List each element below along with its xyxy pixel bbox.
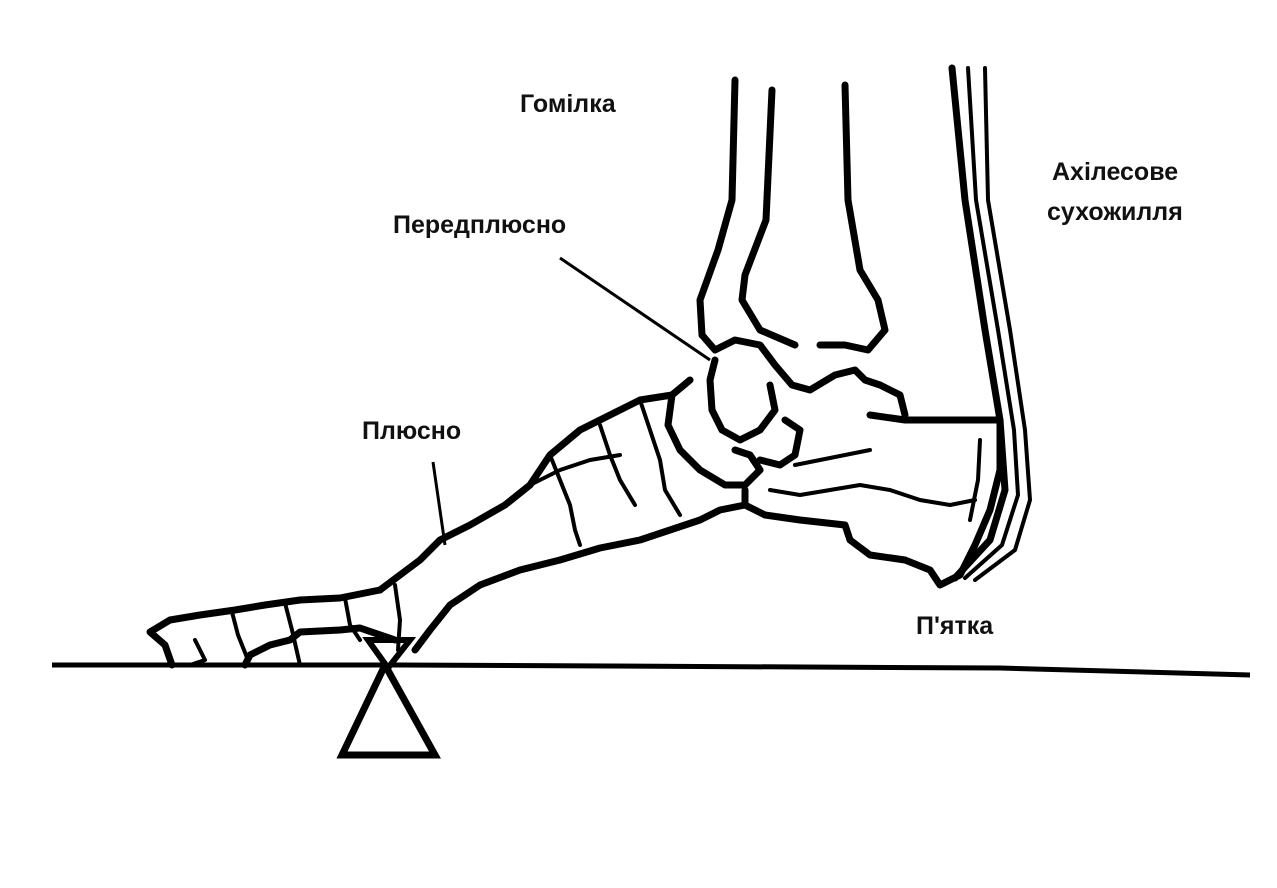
- label-heel: П'ятка: [916, 612, 994, 640]
- metatarsal-bones: [376, 391, 749, 654]
- phalanges-bones: [146, 583, 402, 669]
- label-shin: Гомілка: [520, 90, 617, 118]
- metatarsus-leader-line: [431, 461, 447, 546]
- tibia-bone: [696, 76, 889, 354]
- ground-line: [52, 662, 1251, 678]
- fulcrum-triangle: [336, 637, 441, 759]
- label-metatarsus: Плюсно: [362, 417, 461, 445]
- label-achilles-line1: Ахілесове: [1052, 158, 1178, 186]
- tarsal-bones: [664, 331, 909, 489]
- label-achilles-line2: сухожилля: [1047, 198, 1183, 226]
- calcaneus-bone: [741, 411, 1004, 589]
- tarsus-leader-line: [559, 256, 711, 362]
- label-tarsus: Передплюсно: [393, 211, 566, 239]
